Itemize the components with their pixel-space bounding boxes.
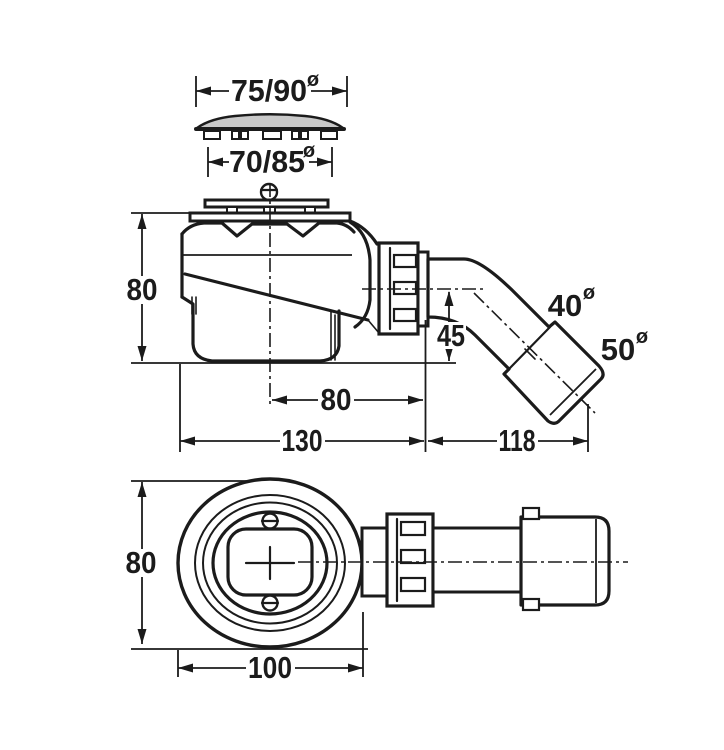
dim-80-plan-label: 80 bbox=[126, 545, 157, 580]
body-outlet-shoulder bbox=[348, 219, 379, 246]
dome-cap-lens bbox=[195, 113, 345, 131]
dimension-outlet-height: 45 bbox=[435, 291, 466, 361]
arrowhead bbox=[208, 157, 223, 167]
label-mask bbox=[125, 549, 159, 577]
label-mask bbox=[318, 386, 354, 414]
dim-130-label: 130 bbox=[282, 423, 323, 458]
plan-view-body bbox=[176, 477, 364, 649]
arrowhead bbox=[332, 86, 347, 96]
dome-cap-foot bbox=[262, 130, 282, 140]
cover-screw-head bbox=[259, 182, 279, 202]
plan-center-cross bbox=[244, 545, 296, 581]
plan-nut-knurl bbox=[399, 520, 427, 537]
union-nut-knurl bbox=[392, 307, 418, 323]
dimension-body-height: 80 bbox=[125, 212, 192, 361]
dim-75-90-label: 75/90 bbox=[231, 73, 307, 108]
label-mask bbox=[435, 322, 466, 349]
plan-nut-knurl bbox=[399, 576, 427, 593]
arrowhead bbox=[428, 436, 443, 446]
extension-lines bbox=[177, 612, 364, 677]
plan-view-outlet-pipe bbox=[298, 506, 628, 612]
union-nut-knurl bbox=[392, 253, 418, 269]
arrowhead bbox=[444, 291, 454, 306]
dim-80-width-label: 80 bbox=[321, 382, 352, 417]
plan-pipe bbox=[431, 526, 523, 594]
dome-cap-foot bbox=[240, 130, 249, 140]
plan-socket-tab-top bbox=[521, 506, 541, 521]
diameter-symbol: ø bbox=[307, 69, 320, 91]
plan-socket-tab-bottom bbox=[521, 597, 541, 612]
label-mask bbox=[229, 148, 309, 175]
arrowhead bbox=[573, 436, 588, 446]
dim-40-label: 40 bbox=[548, 288, 582, 323]
dome-cap-foot bbox=[291, 130, 300, 140]
outlet-centerline-diagonal bbox=[473, 292, 596, 414]
plan-ring-3 bbox=[202, 501, 338, 625]
dim-45-label: 45 bbox=[437, 318, 465, 353]
label-mask bbox=[280, 428, 325, 455]
side-view-centerlines bbox=[269, 183, 596, 414]
union-nut-knurl bbox=[392, 280, 418, 296]
arrowhead bbox=[137, 482, 147, 497]
arrowhead bbox=[196, 86, 211, 96]
socket-seam-mark bbox=[524, 348, 536, 360]
label-mask bbox=[246, 654, 295, 681]
cover-plate bbox=[203, 198, 330, 209]
body-diagonal-edge-end bbox=[367, 319, 380, 334]
dim-50-label: 50 bbox=[601, 332, 635, 367]
arrowhead bbox=[272, 395, 287, 405]
diameter-symbol: ø bbox=[303, 140, 316, 162]
dimension-plan-height: 80 bbox=[125, 480, 368, 650]
dim-80-height-label: 80 bbox=[127, 272, 158, 307]
arrowhead bbox=[137, 214, 147, 229]
body-outlet-bulge bbox=[348, 220, 372, 329]
dimension-body-length: 130 118 bbox=[179, 320, 589, 458]
plan-socket bbox=[519, 515, 611, 607]
extension-lines bbox=[131, 480, 368, 650]
arrowhead bbox=[408, 395, 423, 405]
arrowhead bbox=[444, 346, 454, 361]
diameter-symbol: ø bbox=[583, 282, 596, 304]
extension-lines bbox=[179, 320, 589, 452]
body-seam-lines bbox=[330, 311, 336, 361]
label-pipe-diameter: 40 ø 50 ø bbox=[548, 282, 649, 367]
label-mask bbox=[497, 428, 538, 455]
dim-70-85-label: 70/85 bbox=[229, 144, 305, 179]
dome-cap-foot bbox=[300, 130, 309, 140]
arrowhead bbox=[137, 629, 147, 644]
dome-cap-foot bbox=[203, 130, 221, 140]
label-mask bbox=[125, 276, 159, 304]
body-lower-tub bbox=[180, 295, 341, 363]
diameter-symbol: ø bbox=[636, 326, 649, 348]
dome-cap-foot bbox=[320, 130, 338, 140]
top-view-grate-cap bbox=[194, 113, 346, 140]
dimension-center-to-outlet: 80 bbox=[272, 382, 423, 417]
arrowhead bbox=[180, 436, 195, 446]
dim-100-label: 100 bbox=[248, 650, 292, 685]
arrowhead bbox=[409, 436, 424, 446]
outlet-pipe-outline bbox=[426, 257, 605, 425]
side-view-trap-body bbox=[180, 211, 380, 363]
top-view-sealing-cover bbox=[203, 182, 330, 215]
arrowhead bbox=[137, 346, 147, 361]
body-scalloped-top bbox=[180, 221, 356, 238]
dimension-cover-diameter: 70/85 ø bbox=[207, 140, 333, 179]
arrowhead bbox=[348, 663, 363, 673]
socket-inner-face bbox=[549, 368, 597, 416]
arrowhead bbox=[317, 157, 332, 167]
dome-cap-foot bbox=[231, 130, 240, 140]
dimension-grate-diameter: 75/90 ø bbox=[195, 69, 348, 108]
dim-118-label: 118 bbox=[499, 423, 536, 458]
plan-ring-2 bbox=[194, 494, 346, 632]
dimension-plan-width: 100 bbox=[177, 612, 364, 685]
body-diagonal-edge bbox=[183, 272, 370, 322]
plan-nut-knurl bbox=[399, 548, 427, 565]
arrowhead bbox=[178, 663, 193, 673]
label-mask bbox=[229, 77, 311, 104]
